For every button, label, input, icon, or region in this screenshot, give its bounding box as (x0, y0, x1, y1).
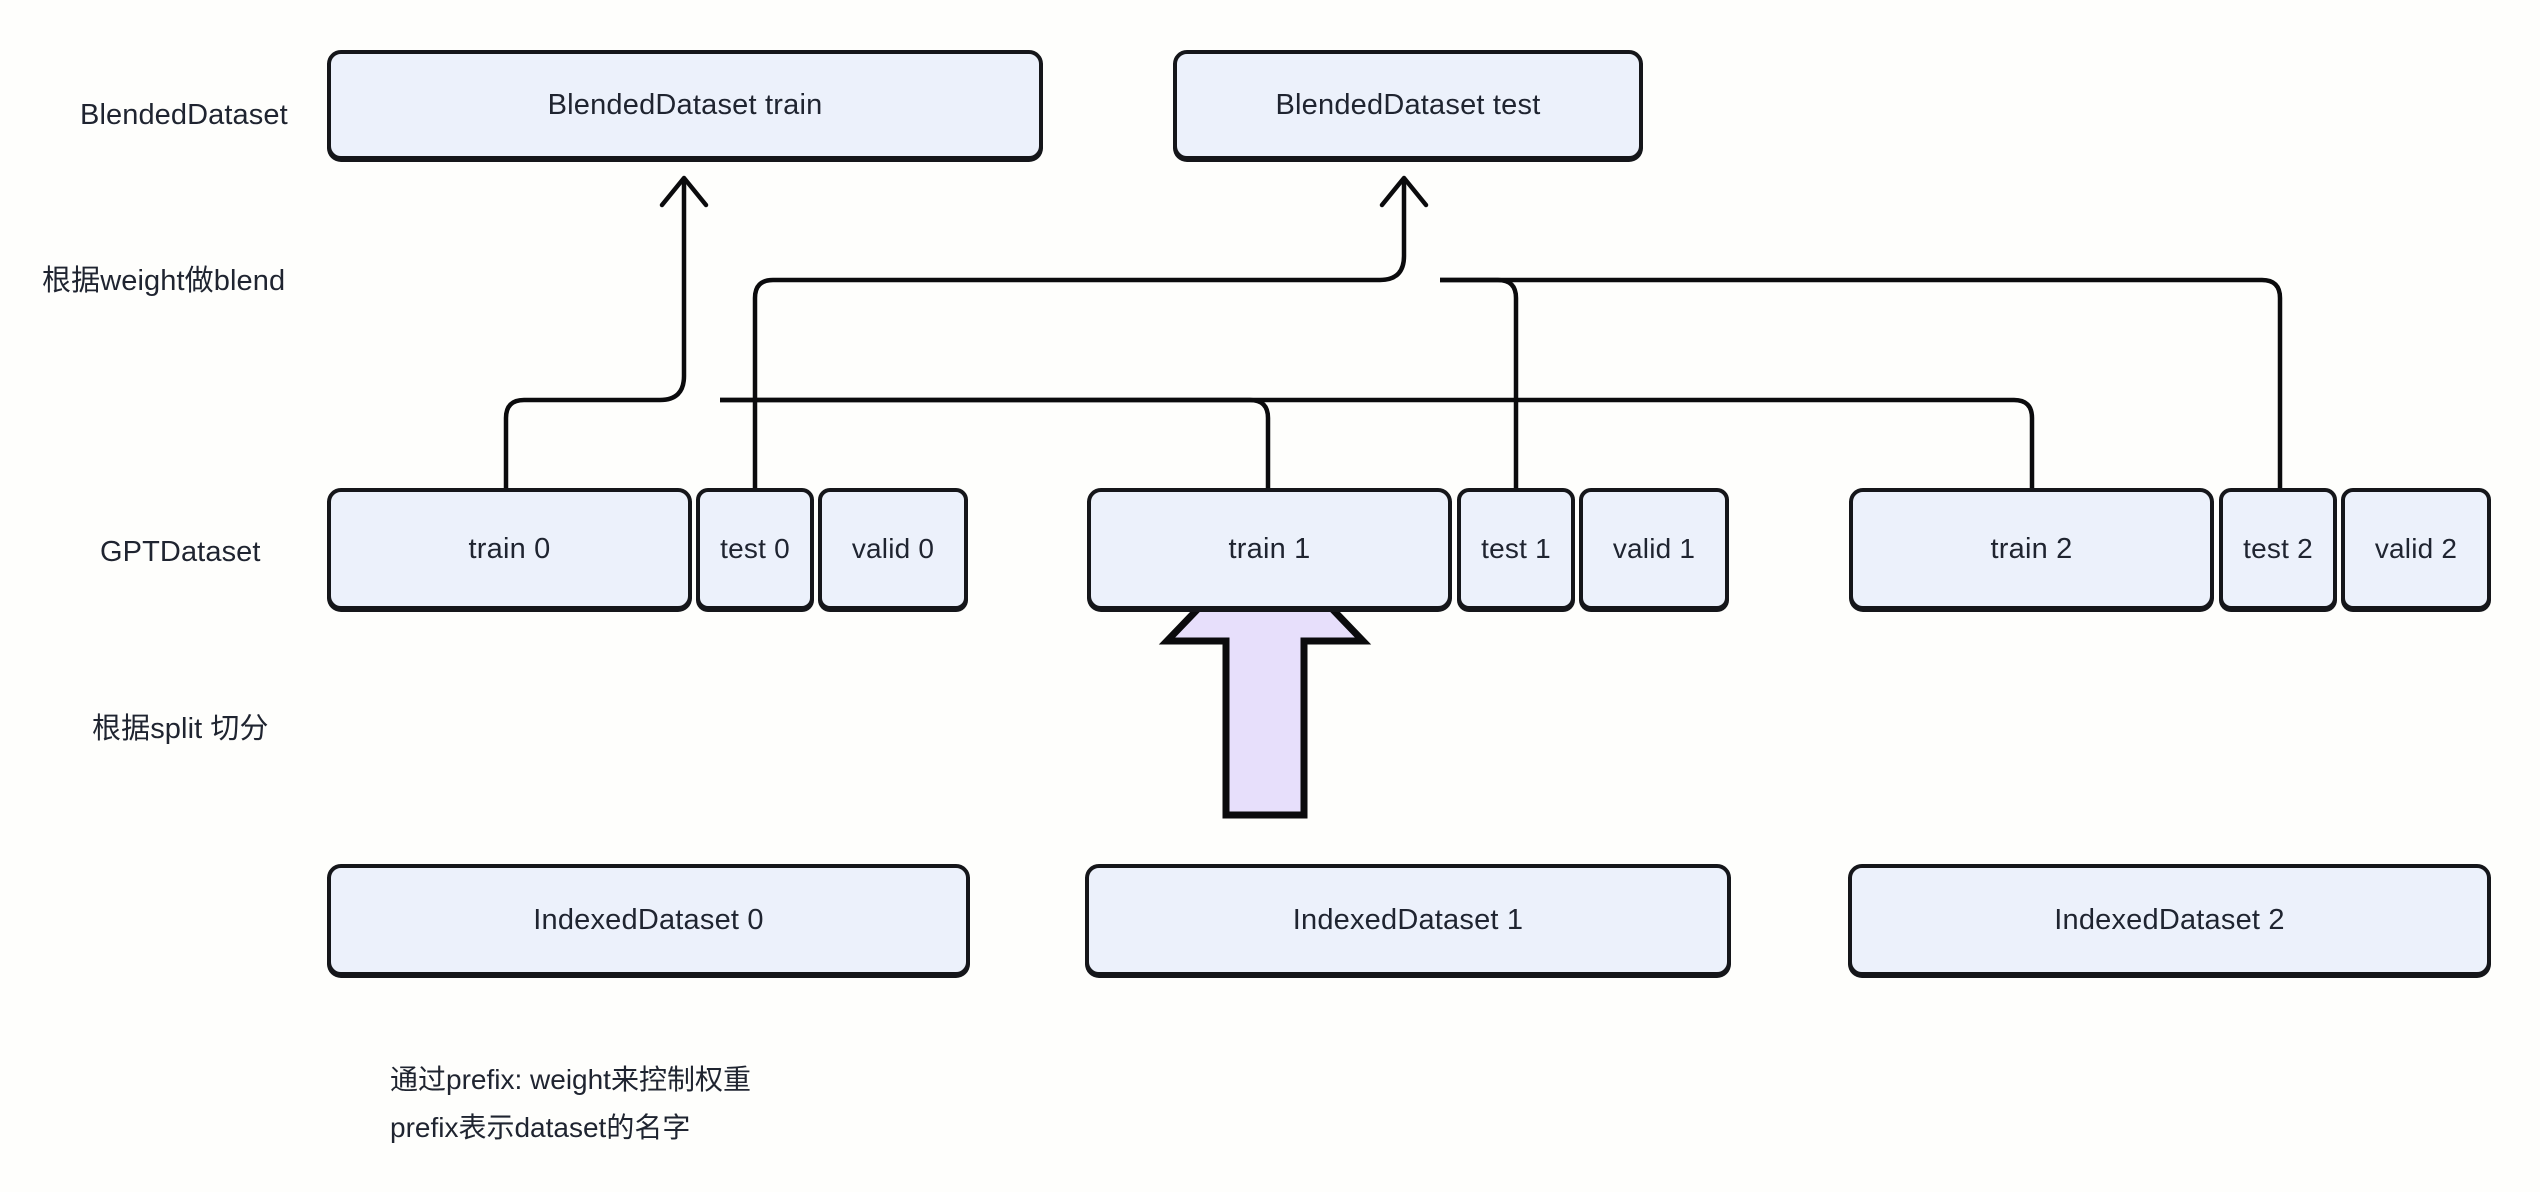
row-label-gptdataset: GPTDataset (100, 536, 261, 568)
node-valid-2[interactable]: valid 2 (2341, 488, 2491, 610)
wire-train1 (720, 397, 1271, 488)
node-blended-train[interactable]: BlendedDataset train (327, 50, 1043, 160)
row-label-blendeddataset: BlendedDataset (80, 99, 288, 131)
caption-line-1: 通过prefix: weight来控制权重 (390, 1064, 751, 1095)
node-indexed-0[interactable]: IndexedDataset 0 (327, 864, 970, 976)
node-train-2[interactable]: train 2 (1849, 488, 2214, 610)
node-train-1[interactable]: train 1 (1087, 488, 1452, 610)
node-test-0[interactable]: test 0 (696, 488, 814, 610)
node-train-0[interactable]: train 0 (327, 488, 692, 610)
wire-train0 (503, 397, 660, 488)
wire-test1 (1440, 277, 1519, 488)
wire-test-merge (1379, 180, 1407, 283)
wire-train-merge (659, 180, 687, 403)
arrowhead-train (659, 175, 709, 208)
arrowhead-test (1379, 175, 1429, 208)
row-label-split-note: 根据split 切分 (92, 713, 269, 745)
node-valid-1[interactable]: valid 1 (1579, 488, 1729, 610)
row-label-blend-note: 根据weight做blend (42, 265, 286, 297)
node-test-1[interactable]: test 1 (1457, 488, 1575, 610)
node-valid-0[interactable]: valid 0 (818, 488, 968, 610)
node-blended-test[interactable]: BlendedDataset test (1173, 50, 1643, 160)
wire-train2 (720, 397, 2035, 488)
caption-line-2: prefix表示dataset的名字 (390, 1112, 691, 1143)
node-indexed-2[interactable]: IndexedDataset 2 (1848, 864, 2491, 976)
wire-test2 (1440, 277, 2283, 488)
node-indexed-1[interactable]: IndexedDataset 1 (1085, 864, 1731, 976)
wire-test0 (752, 277, 1380, 488)
node-test-2[interactable]: test 2 (2219, 488, 2337, 610)
